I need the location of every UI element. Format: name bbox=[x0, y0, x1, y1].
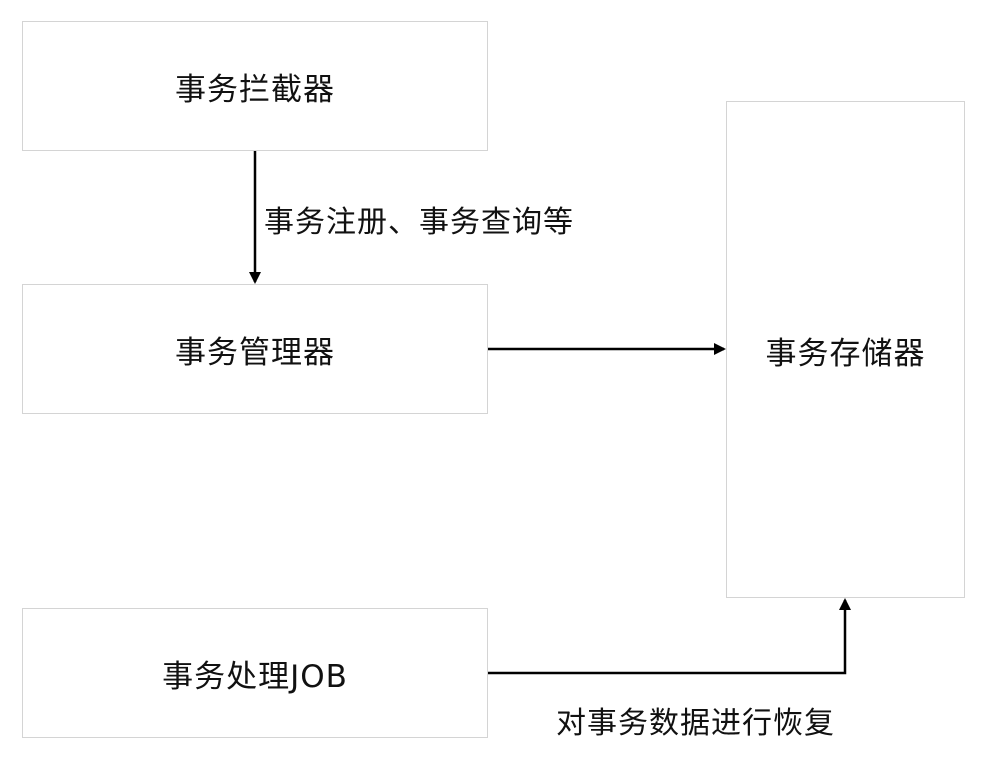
edge-label-recover-data: 对事务数据进行恢复 bbox=[556, 706, 835, 741]
node-label: 事务存储器 bbox=[765, 336, 926, 372]
arrow-job-to-storage bbox=[488, 598, 851, 675]
node-transaction-manager: 事务管理器 bbox=[22, 284, 488, 414]
node-transaction-interceptor: 事务拦截器 bbox=[22, 21, 488, 151]
node-transaction-job: 事务处理JOB bbox=[22, 608, 488, 738]
node-label: 事务拦截器 bbox=[175, 71, 335, 108]
node-label: 事务处理JOB bbox=[162, 658, 348, 695]
node-label: 事务管理器 bbox=[175, 334, 335, 371]
edge-label-register-query: 事务注册、事务查询等 bbox=[264, 205, 574, 240]
node-transaction-storage: 事务存储器 bbox=[726, 101, 965, 598]
